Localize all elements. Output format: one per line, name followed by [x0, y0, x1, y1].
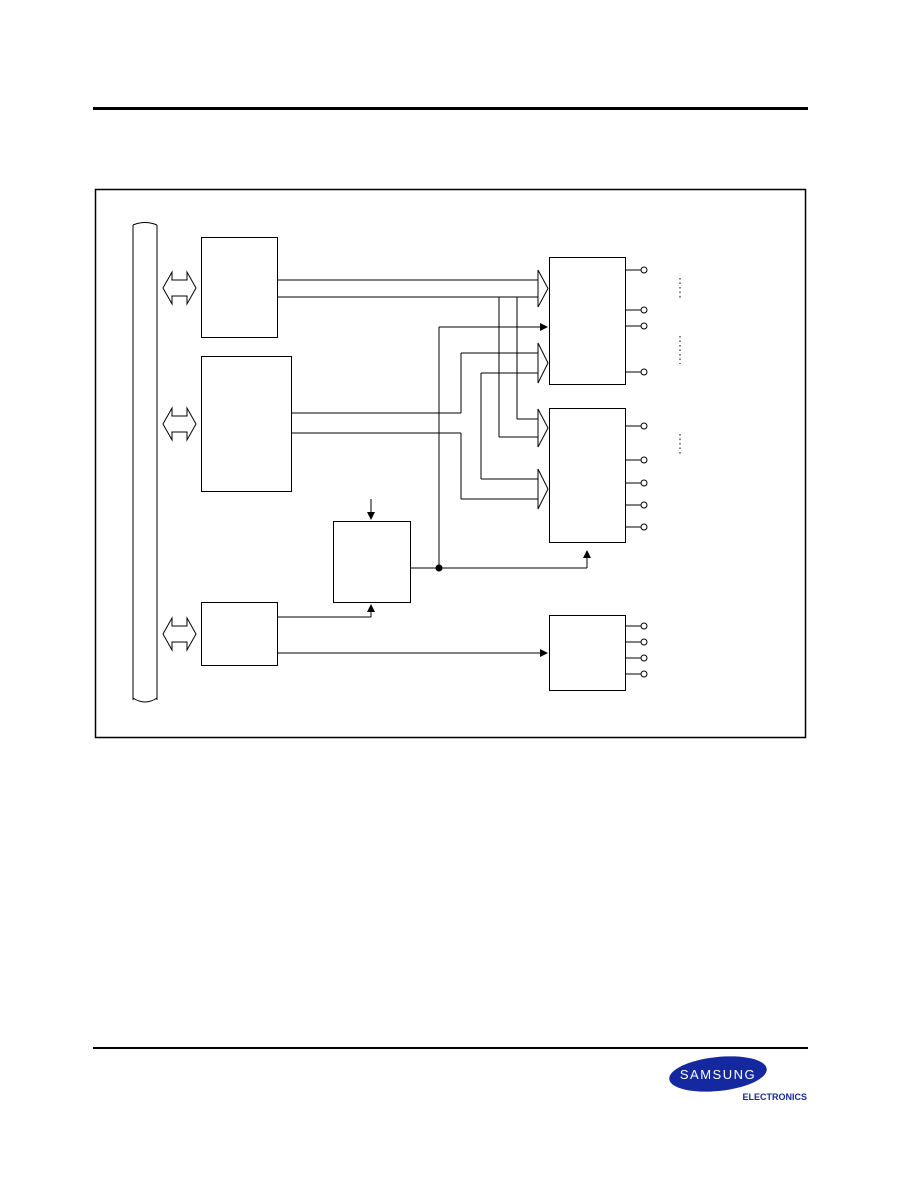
lower-to-center	[277, 604, 375, 618]
bus-upper-to-right-top	[277, 269, 549, 308]
samsung-logo: SAMSUNG ELECTRONICS	[669, 1056, 807, 1102]
block-right-middle	[549, 408, 626, 543]
bus-middle-to-right-top	[291, 342, 549, 479]
block-upper-left	[201, 237, 278, 338]
footer-rule	[93, 1047, 808, 1049]
block-lower-left	[201, 602, 278, 666]
bus-middle-to-right-middle	[291, 432, 549, 510]
bus-upper-to-right-middle	[498, 297, 549, 448]
logo-brand-text: SAMSUNG	[680, 1067, 756, 1082]
block-right-bottom	[549, 615, 626, 691]
pins-right-bottom	[625, 622, 648, 678]
header-rule	[93, 107, 808, 110]
block-right-top	[549, 257, 626, 385]
center-output-lines	[410, 323, 591, 569]
internal-bus	[132, 222, 158, 703]
pins-right-middle	[625, 422, 648, 531]
diagram-frame	[94, 188, 807, 739]
block-center	[333, 521, 411, 603]
bus-arrow-middle	[162, 406, 197, 442]
bus-arrow-lower	[162, 616, 197, 652]
bus-arrow-upper	[162, 270, 197, 306]
block-middle-left	[201, 356, 292, 492]
logo-division-text: ELECTRONICS	[742, 1092, 807, 1102]
pins-right-top	[625, 266, 648, 376]
junction-dot	[435, 564, 443, 572]
